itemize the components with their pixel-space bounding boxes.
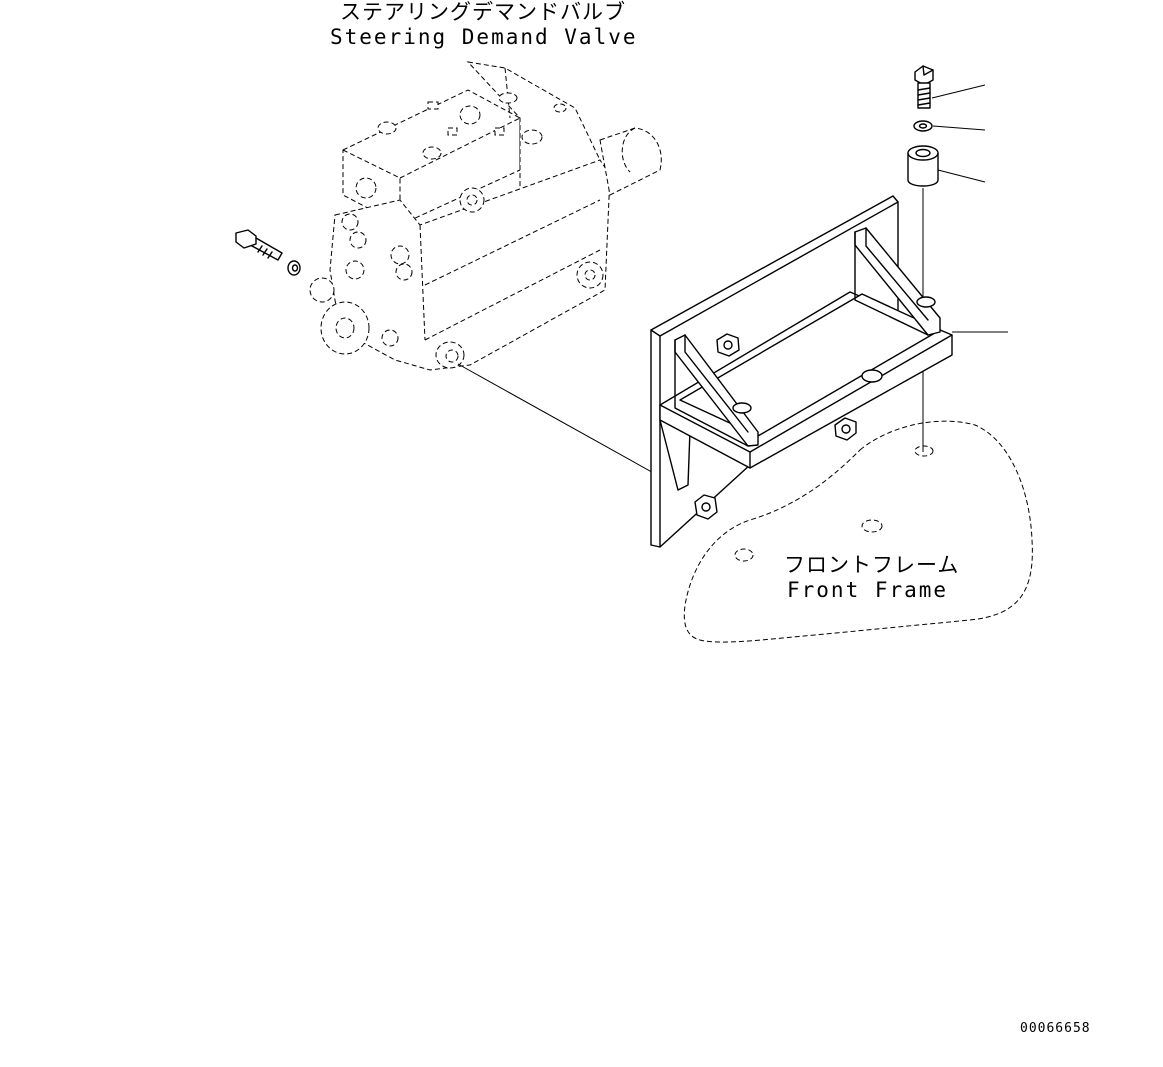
nut-lower [694, 494, 718, 520]
steering-demand-valve [309, 61, 662, 371]
valve-bolt-icon [235, 229, 283, 261]
mounting-bracket [650, 195, 953, 548]
nut-upper [716, 333, 740, 357]
drawing-number: 00066658 [1020, 1021, 1091, 1036]
bolt-icon [914, 65, 934, 109]
valve-label-jp: ステアリングデマンドバルブ [340, 0, 626, 24]
frame-label-jp: フロントフレーム [784, 553, 960, 577]
washer-icon [913, 120, 933, 132]
valve-washer-icon [287, 260, 301, 276]
valve-label-en: Steering Demand Valve [330, 25, 638, 49]
frame-label-en: Front Frame [787, 578, 949, 602]
front-frame-outline [683, 420, 1033, 643]
spacer-collar-icon [907, 145, 939, 187]
nut-under-shelf [834, 417, 857, 441]
